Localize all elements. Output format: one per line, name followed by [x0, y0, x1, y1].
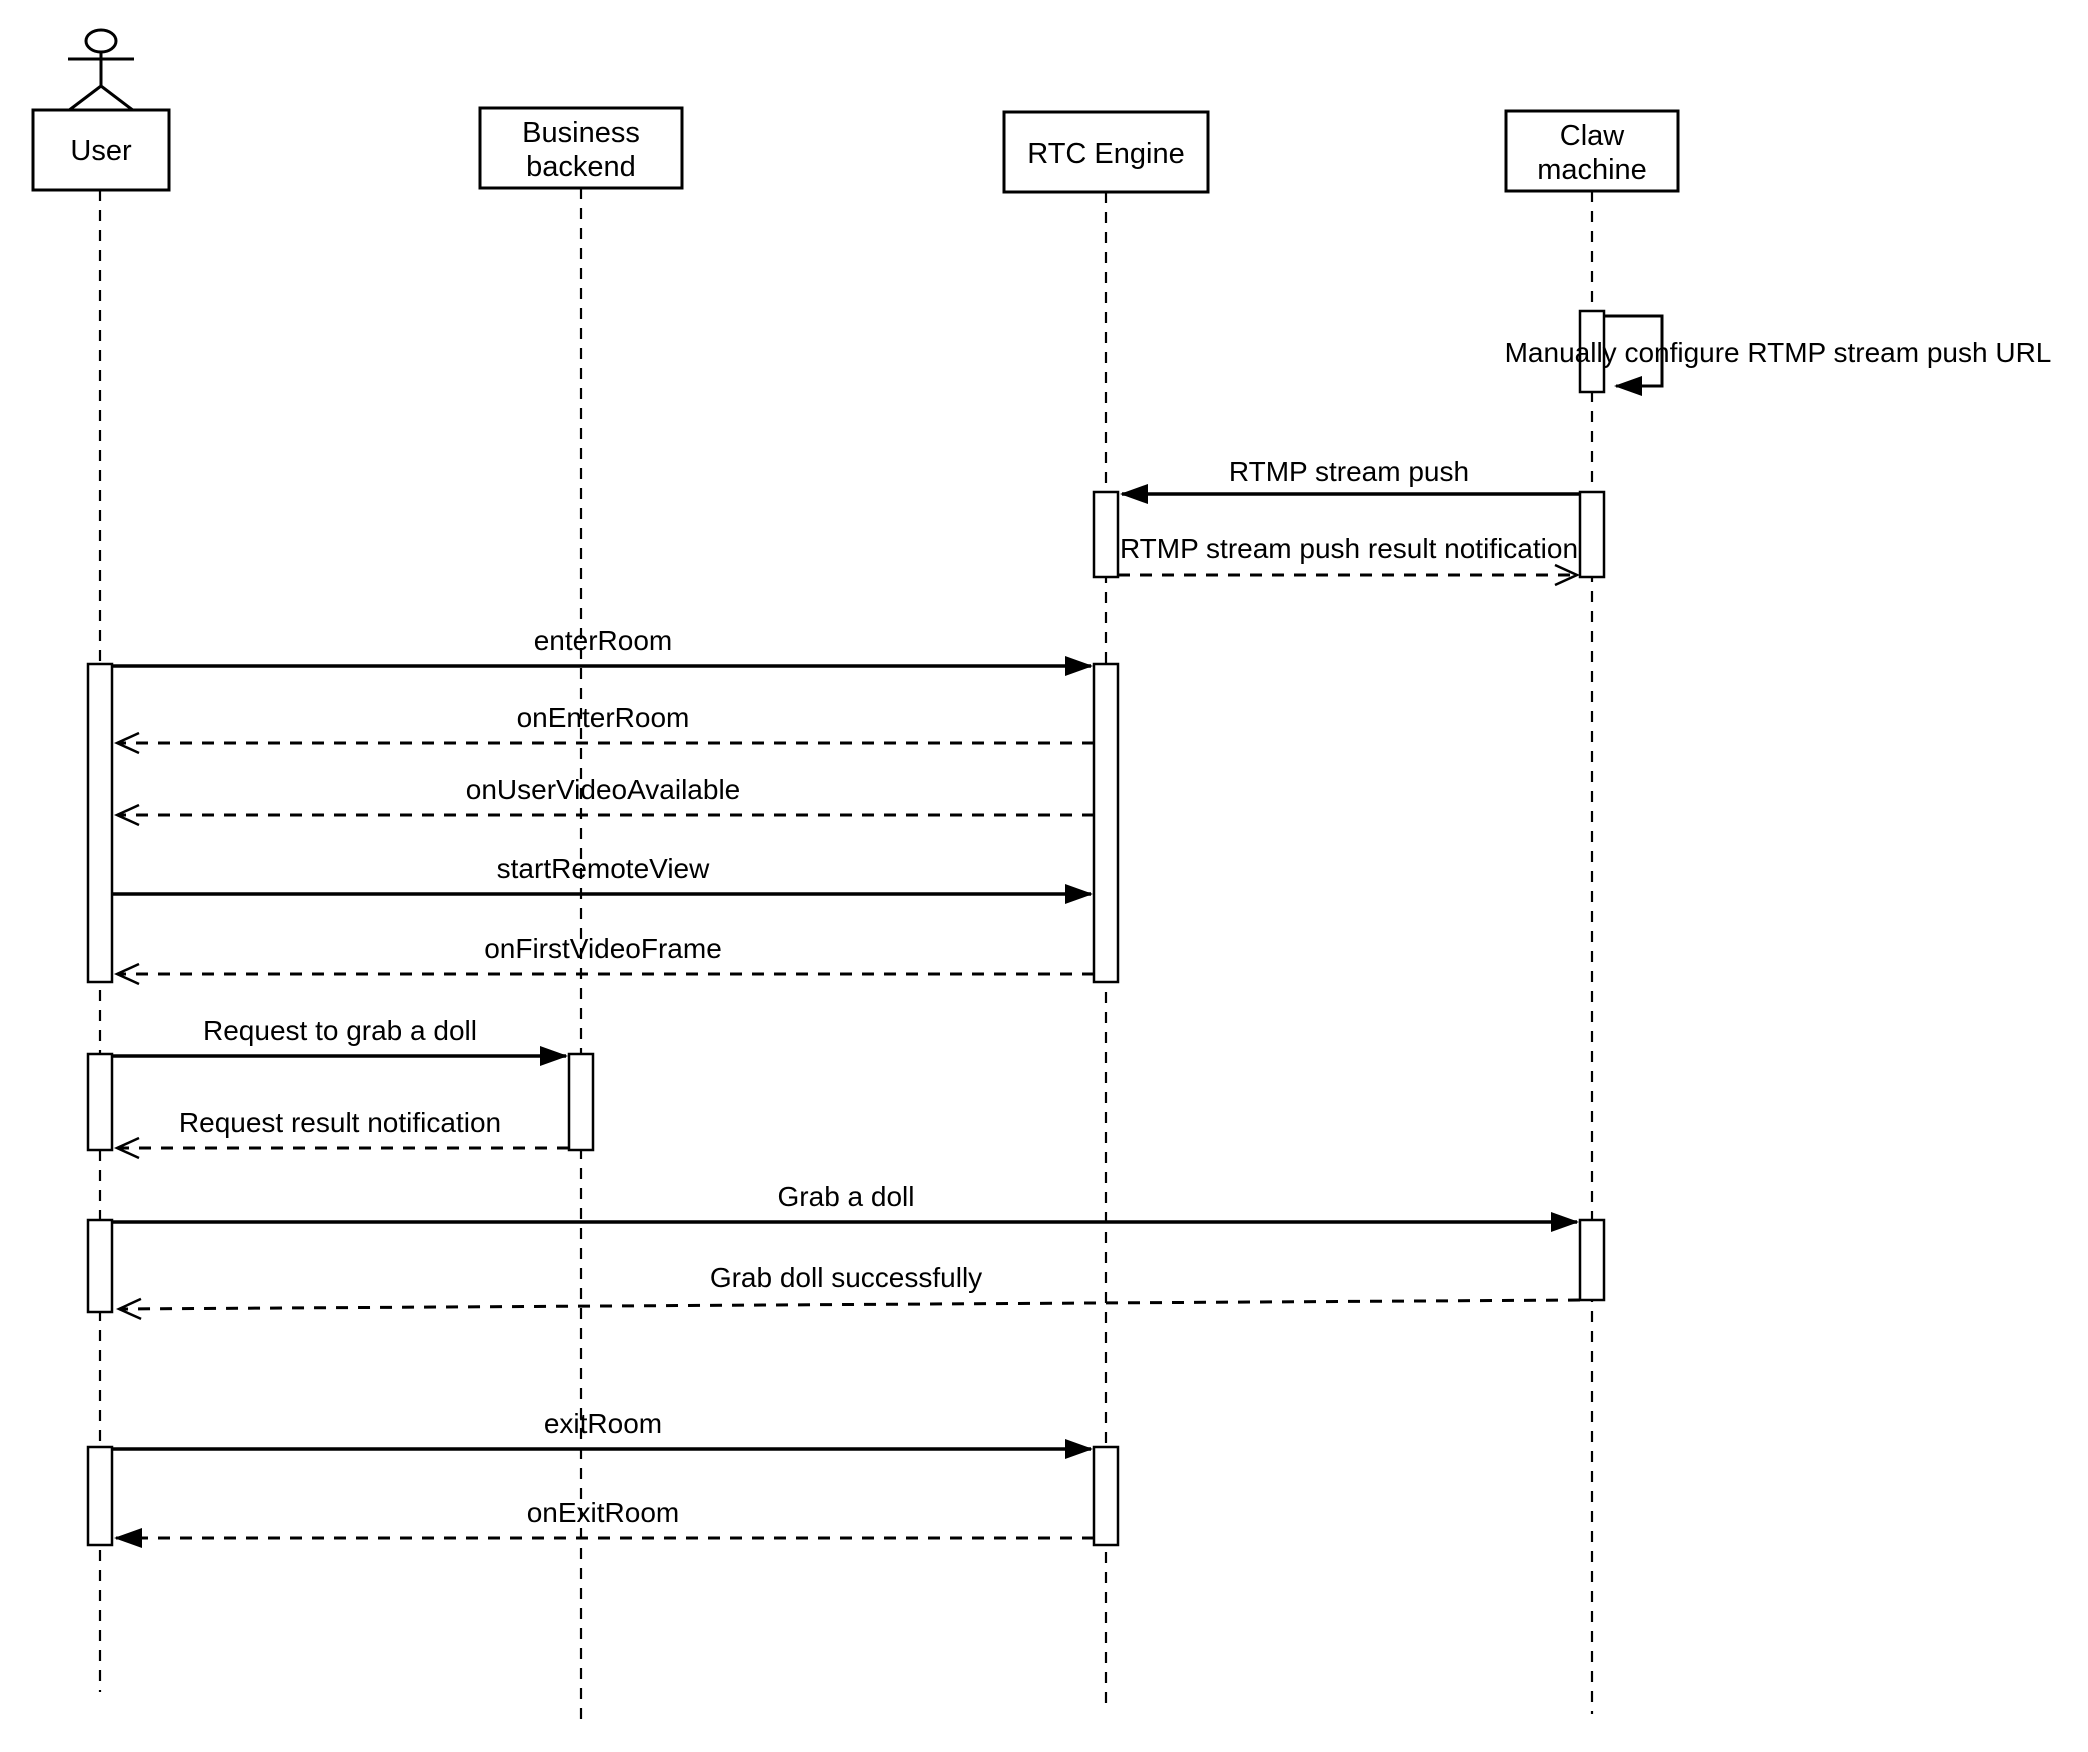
activation-claw-self-configure [1578, 309, 1606, 394]
participant-label-claw-machine-line1: Claw [1560, 120, 1626, 152]
actor-head [84, 28, 118, 54]
message-enter-room: enterRoom [112, 625, 1093, 676]
participant-user: User [31, 108, 171, 192]
message-grab-a-doll: Grab a doll [112, 1181, 1579, 1232]
message-label: Manually configure RTMP stream push URL [1505, 337, 2052, 368]
message-label: onFirstVideoFrame [484, 933, 722, 964]
participant-claw-machine: Claw machine [1504, 109, 1680, 193]
activation-user-request-doll [86, 1052, 114, 1152]
self-message-loop [1604, 314, 1664, 396]
activation-rtc-rtmp-push [1092, 490, 1120, 579]
message-label: enterRoom [534, 625, 673, 656]
message-label: onExitRoom [527, 1497, 680, 1528]
message-on-first-video-frame: onFirstVideoFrame [113, 933, 1094, 986]
participant-business-backend: Business backend [478, 106, 684, 190]
message-rtmp-stream-push-result-notification: RTMP stream push result notification [1118, 533, 1581, 587]
activation-rtc-exit-room [1092, 1445, 1120, 1547]
participant-label-business-backend-line1: Business [522, 117, 640, 149]
participant-label-rtc-engine: RTC Engine [1027, 138, 1184, 170]
activation-user-exit-room [86, 1445, 114, 1547]
message-label: onEnterRoom [517, 702, 690, 733]
actor-right-leg [100, 84, 135, 113]
activation-user-enter-room [86, 662, 114, 984]
participant-label-business-backend-line2: backend [526, 151, 636, 183]
message-label: Request result notification [179, 1107, 501, 1138]
message-label: RTMP stream push result notification [1120, 533, 1578, 564]
message-label: startRemoteView [497, 853, 710, 884]
activation-user-grab-doll [86, 1218, 114, 1314]
activation-business-request-doll [567, 1052, 595, 1152]
message-on-enter-room: onEnterRoom [113, 702, 1094, 755]
message-grab-doll-successfully: Grab doll successfully [115, 1262, 1581, 1321]
participant-rtc-engine: RTC Engine [1002, 110, 1210, 194]
message-label: exitRoom [544, 1408, 662, 1439]
activation-claw-grab-doll [1578, 1218, 1606, 1302]
message-request-to-grab-a-doll: Request to grab a doll [112, 1015, 568, 1066]
participant-label-claw-machine-line2: machine [1537, 154, 1647, 186]
participant-box-business-backend [478, 106, 684, 190]
activation-claw-rtmp-push [1578, 490, 1606, 579]
message-on-exit-room: onExitRoom [114, 1497, 1094, 1548]
message-manually-configure-rtmp-stream-push-url: Manually configure RTMP stream push URL [1505, 314, 2052, 396]
message-label: Grab doll successfully [710, 1262, 982, 1293]
message-label: RTMP stream push [1229, 456, 1469, 487]
actor-left-leg [67, 84, 102, 113]
message-start-remote-view: startRemoteView [112, 853, 1093, 904]
message-arrow [115, 1297, 1581, 1321]
message-exit-room: exitRoom [112, 1408, 1093, 1459]
participant-box-user [31, 108, 171, 192]
activation-rtc-enter-room [1092, 662, 1120, 984]
message-label: Grab a doll [778, 1181, 915, 1212]
message-on-user-video-available: onUserVideoAvailable [113, 774, 1094, 827]
participant-label-user: User [70, 135, 132, 167]
message-label: Request to grab a doll [203, 1015, 477, 1046]
message-request-result-notification: Request result notification [113, 1107, 569, 1160]
message-rtmp-stream-push: RTMP stream push [1120, 456, 1580, 504]
message-label: onUserVideoAvailable [466, 774, 741, 805]
participant-box-claw-machine [1504, 109, 1680, 193]
actor-figure-user [67, 28, 135, 113]
participant-box-rtc-engine [1002, 110, 1210, 194]
